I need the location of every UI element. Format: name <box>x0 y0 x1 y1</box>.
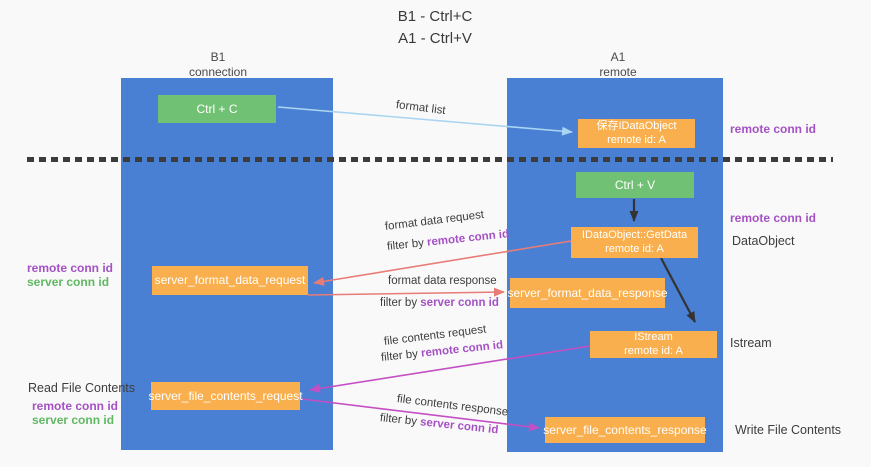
server-conn-id-text: server conn id <box>419 416 499 437</box>
getdata-label: IDataObject::GetData <box>581 229 688 242</box>
write-file-contents-annotation: Write File Contents <box>735 423 842 437</box>
lane-a1-name: A1 <box>610 50 626 64</box>
title-line-2: A1 - Ctrl+V <box>398 29 472 47</box>
format-data-response-label: format data response <box>388 275 497 287</box>
file-contents-response-filter-label: filter by server conn id <box>379 412 499 436</box>
filter-by-text: filter by <box>380 348 419 364</box>
remote-conn-id-text: remote conn id <box>420 339 504 360</box>
format-data-request-label: format data request <box>384 208 485 233</box>
dataobject-annotation: DataObject <box>732 234 795 248</box>
arrow-format-data-response <box>307 287 505 297</box>
server-format-data-request-label: server_format_data_request <box>154 273 306 288</box>
remote-conn-id-annotation-mid-right: remote conn id <box>730 211 817 225</box>
server-format-data-request-box: server_format_data_request <box>152 266 308 295</box>
lane-b1-subtitle: connection <box>188 65 248 79</box>
getdata-remote-id: remote id: A <box>605 242 664 255</box>
filter-by-text: filter by <box>379 412 418 428</box>
istream-annotation: Istream <box>730 336 772 350</box>
diagram-title: B1 - Ctrl+C A1 - Ctrl+V <box>350 6 520 50</box>
ctrl-v-label: Ctrl + V <box>614 177 656 192</box>
remote-conn-id-annotation-top-right: remote conn id <box>730 122 817 136</box>
format-list-label: format list <box>395 99 447 118</box>
istream-box: IStream remote id: A <box>590 331 717 358</box>
ctrl-c-label: Ctrl + C <box>196 101 238 116</box>
save-idataobject-box: 保存IDataObject remote id: A <box>578 119 695 148</box>
server-conn-id-annotation-left-top: server conn id <box>27 275 110 289</box>
filter-by-text: filter by <box>380 297 418 309</box>
server-conn-id-annotation-left-bottom: server conn id <box>32 413 115 427</box>
lane-a1-subtitle: remote <box>599 65 637 79</box>
idataobject-getdata-box: IDataObject::GetData remote id: A <box>571 227 698 258</box>
lane-b1-name: B1 <box>210 50 226 64</box>
remote-conn-id-annotation-left-bottom: remote conn id <box>32 399 119 413</box>
lane-header-b1: B1 connection <box>148 50 288 80</box>
server-conn-id-text: server conn id <box>420 297 499 309</box>
remote-conn-id-annotation-left-top: remote conn id <box>27 261 114 275</box>
server-file-contents-response-label: server_file_contents_response <box>543 422 707 437</box>
title-line-1: B1 - Ctrl+C <box>397 8 473 25</box>
istream-label: IStream <box>634 331 673 344</box>
server-format-data-response-box: server_format_data_response <box>507 278 668 308</box>
dashed-separator-line <box>27 157 833 162</box>
server-file-contents-request-box: server_file_contents_request <box>148 382 303 410</box>
lane-header-a1: A1 remote <box>548 50 688 80</box>
save-idataobject-remote-id: remote id: A <box>607 133 666 146</box>
ctrl-c-box: Ctrl + C <box>158 95 276 123</box>
istream-remote-id: remote id: A <box>624 344 683 357</box>
ctrl-v-box: Ctrl + V <box>576 172 694 198</box>
server-format-data-response-label: server_format_data_response <box>507 285 668 300</box>
save-idataobject-label: 保存IDataObject <box>596 120 677 133</box>
server-file-contents-response-box: server_file_contents_response <box>543 417 707 443</box>
remote-conn-id-text: remote conn id <box>426 228 510 249</box>
filter-by-text: filter by <box>386 237 425 253</box>
read-file-contents-annotation: Read File Contents <box>28 381 136 395</box>
format-data-request-filter-label: filter by remote conn id <box>386 228 509 253</box>
format-data-response-filter-label: filter by server conn id <box>380 297 499 309</box>
server-file-contents-request-label: server_file_contents_request <box>148 388 303 403</box>
